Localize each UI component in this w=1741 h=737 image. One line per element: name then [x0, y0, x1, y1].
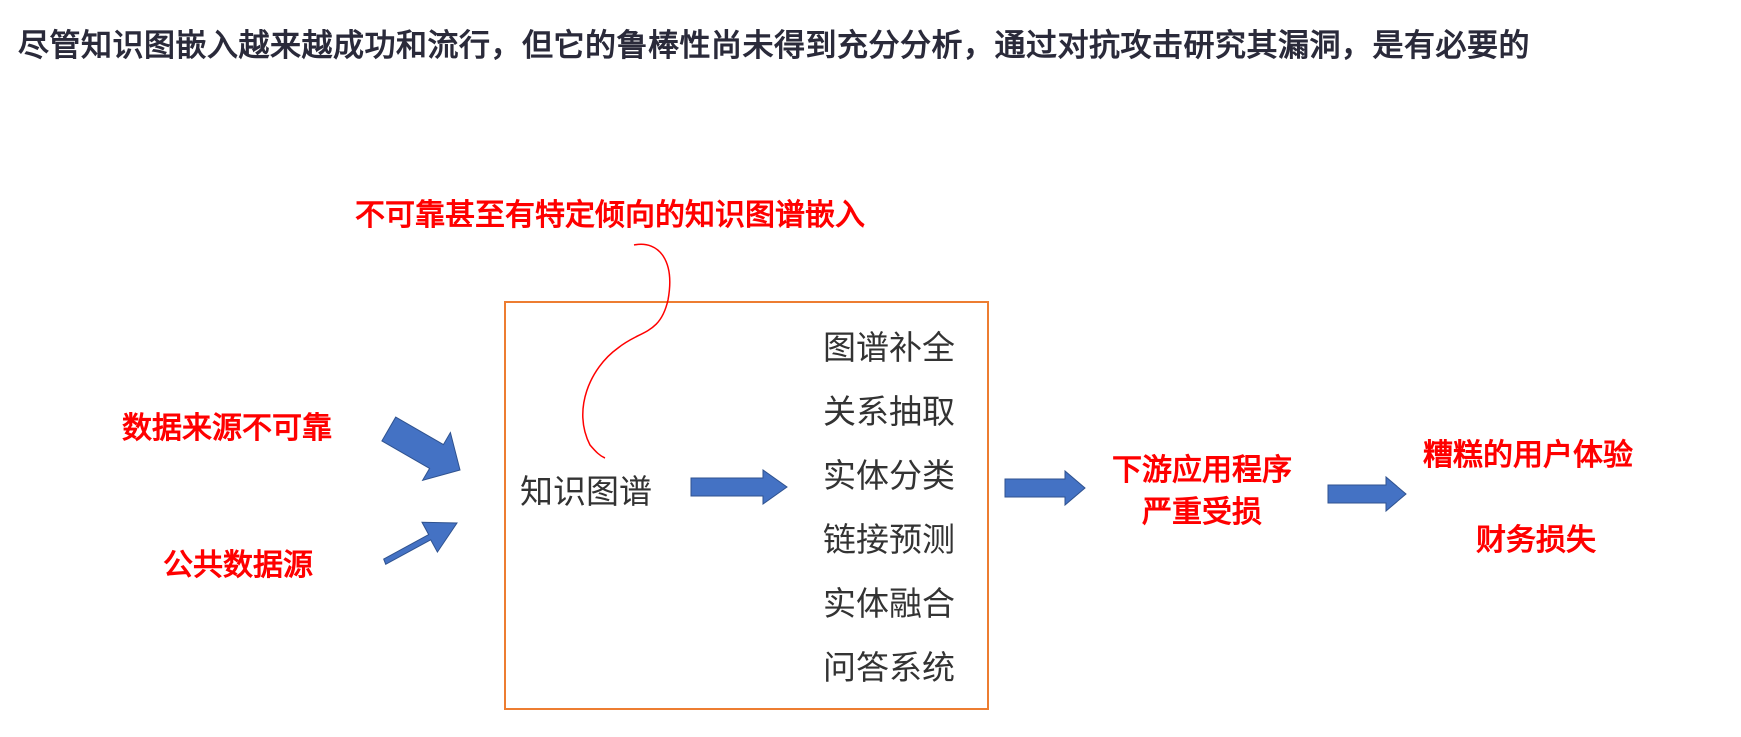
knowledge-graph-label: 知识图谱 [520, 472, 652, 511]
task-question-answering: 问答系统 [823, 648, 955, 687]
outcome-financial-loss: 财务损失 [1476, 523, 1596, 558]
knowledge-graph-box [504, 301, 989, 710]
downstream-label: 下游应用程序 严重受损 [1088, 450, 1316, 534]
arrow-unreliable-to-kg [381, 416, 461, 482]
outcome-bad-experience: 糟糕的用户体验 [1423, 438, 1633, 473]
page-title: 尽管知识图嵌入越来越成功和流行，但它的鲁棒性尚未得到充分分析，通过对抗攻击研究其… [18, 28, 1530, 64]
annotation-label: 不可靠甚至有特定倾向的知识图谱嵌入 [355, 198, 865, 233]
arrow-downstream-to-outcomes [1327, 475, 1407, 513]
source-unreliable-label: 数据来源不可靠 [122, 411, 332, 446]
task-entity-fusion: 实体融合 [823, 584, 955, 623]
arrow-public-to-kg [383, 521, 458, 566]
task-graph-completion: 图谱补全 [823, 328, 955, 367]
task-relation-extraction: 关系抽取 [823, 392, 955, 431]
task-entity-classification: 实体分类 [823, 456, 955, 495]
arrow-tasks-to-downstream [1004, 469, 1086, 507]
source-public-label: 公共数据源 [163, 548, 313, 583]
downstream-line1: 下游应用程序 [1112, 453, 1292, 488]
task-list: 图谱补全 关系抽取 实体分类 链接预测 实体融合 问答系统 [823, 325, 955, 709]
task-link-prediction: 链接预测 [823, 520, 955, 559]
downstream-line2: 严重受损 [1142, 495, 1262, 530]
